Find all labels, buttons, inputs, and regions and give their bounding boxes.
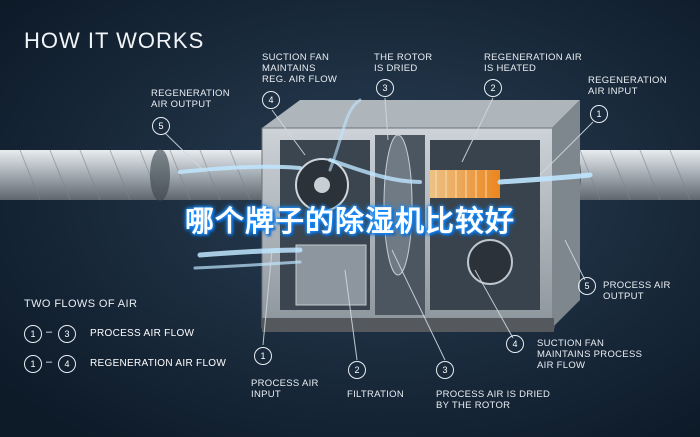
legend-dash: – — [46, 326, 53, 338]
callout-badge-suction-fan-reg: 4 — [262, 91, 280, 109]
legend-label: PROCESS AIR FLOW — [90, 328, 195, 339]
filter — [295, 244, 367, 306]
legend-title: TWO FLOWS OF AIR — [24, 298, 138, 310]
callout-badge-process-air-input: 1 — [254, 347, 272, 365]
overlay-headline: 哪个牌子的除湿机比较好 — [184, 206, 515, 238]
page-title: HOW IT WORKS — [24, 28, 205, 53]
callout-badge-filtration: 2 — [348, 361, 366, 379]
callout-badge-process-air-output: 5 — [578, 277, 596, 295]
callout-badge-suction-fan-process: 4 — [506, 335, 524, 353]
legend-badge-to: 4 — [58, 355, 76, 373]
legend-label: REGENERATION AIR FLOW — [90, 358, 227, 369]
callout-badge-regeneration-air-output: 5 — [152, 117, 170, 135]
callout-badge-process-air-dried: 3 — [436, 361, 454, 379]
heater — [430, 170, 500, 198]
regeneration-outlet-duct — [0, 149, 290, 201]
dehumidifier-cabinet — [261, 100, 580, 332]
callout-badge-rotor-dried: 3 — [376, 79, 394, 97]
legend-badge-to: 3 — [58, 325, 76, 343]
legend-dash: – — [46, 356, 53, 368]
legend-badge-from: 1 — [24, 325, 42, 343]
leader-lines — [164, 97, 594, 361]
airflow-arrows — [178, 98, 593, 270]
callout-badge-regeneration-heated: 2 — [484, 79, 502, 97]
callout-badge-regeneration-air-input: 1 — [590, 105, 608, 123]
callout-filtration: FILTRATION — [347, 389, 405, 400]
legend-badge-from: 1 — [24, 355, 42, 373]
